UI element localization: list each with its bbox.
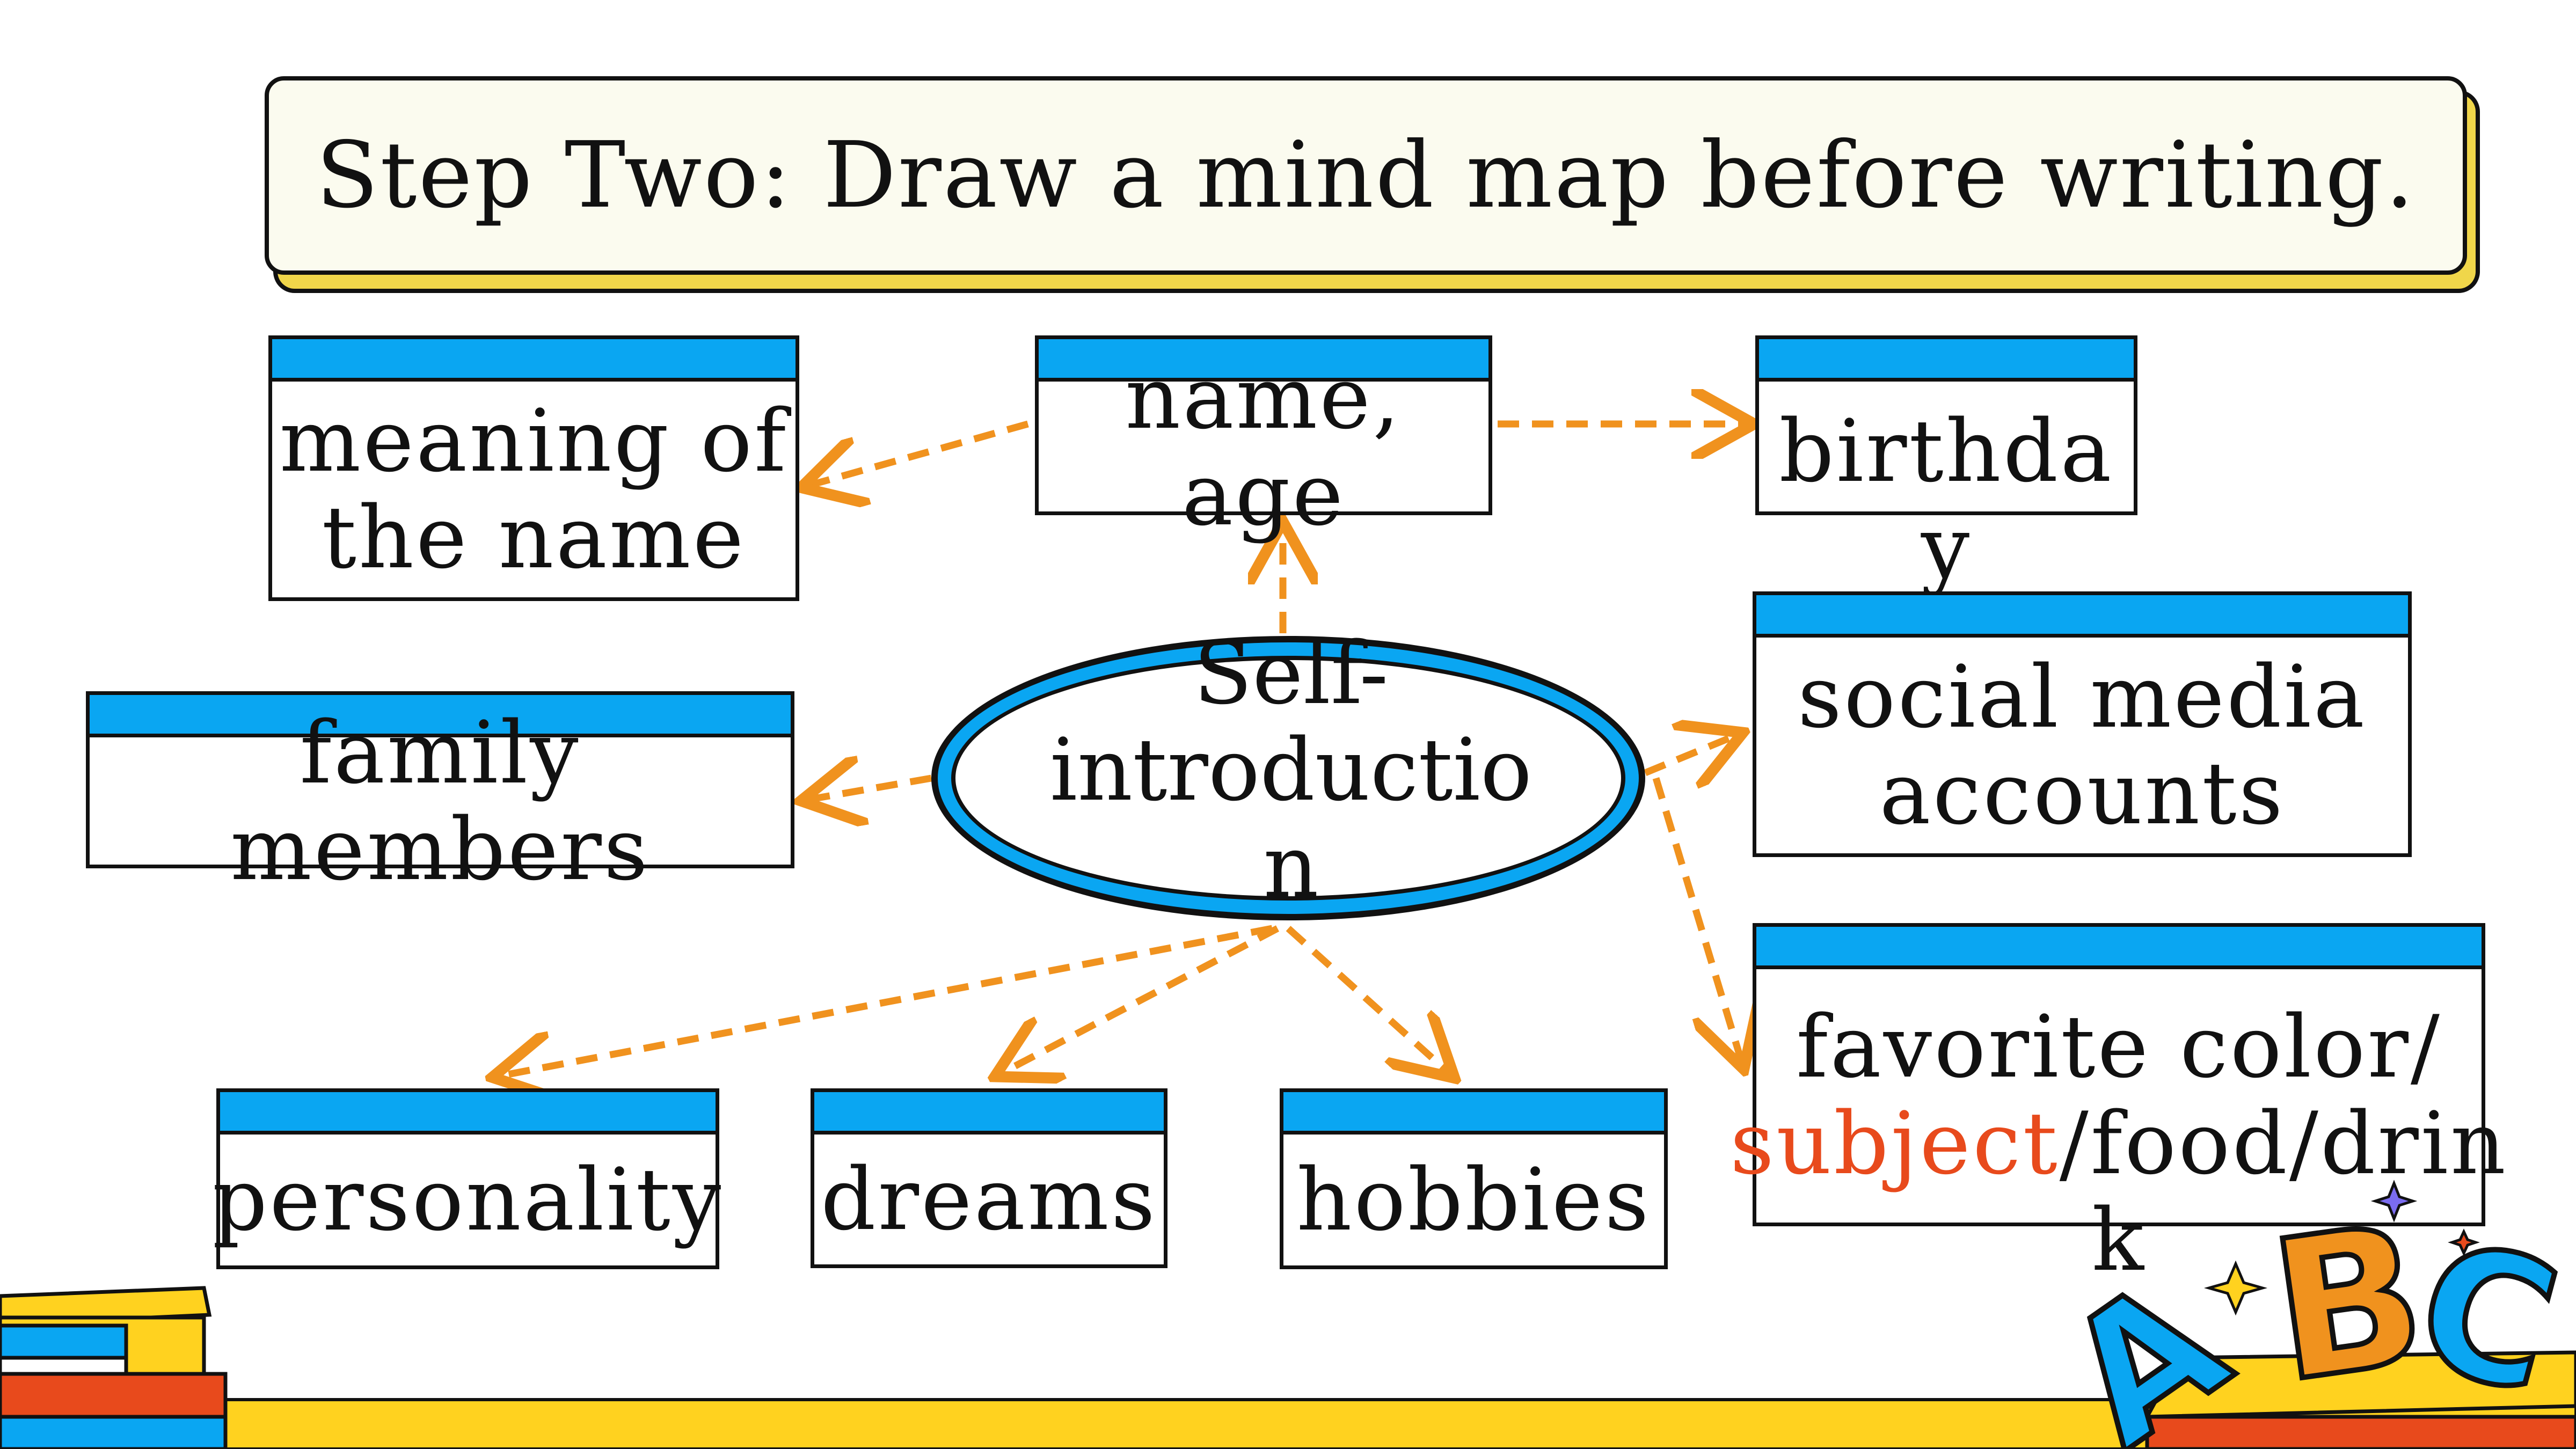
node-label: birthda y xyxy=(1759,382,2134,596)
center-ellipse xyxy=(931,636,1645,920)
arrow-to-favorite xyxy=(1652,777,1742,1063)
node-header-bar xyxy=(1283,1092,1664,1135)
node-family-members: family members xyxy=(86,691,794,899)
arrow-to-social xyxy=(1644,735,1736,773)
node-label: name, age xyxy=(1125,348,1402,545)
node-label-line-1: birthda xyxy=(1779,401,2114,501)
node-label-line-2: the name xyxy=(322,487,746,588)
node-label-line-1: social media xyxy=(1797,647,2367,747)
arrow-to-meaning xyxy=(808,420,1029,486)
node-label-line-1: meaning of xyxy=(279,391,789,491)
node-label: hobbies xyxy=(1296,1150,1651,1250)
node-label-line-2: subject/food/drin xyxy=(1730,1095,2508,1192)
node-header-bar xyxy=(1759,339,2134,382)
node-name-age: name, age xyxy=(1035,335,1492,545)
node-favorite-things: favorite color/ subject/food/drin k xyxy=(1730,923,2506,1289)
node-header-bar xyxy=(1756,927,2482,969)
node-social-media: social media accounts xyxy=(1753,591,2412,857)
node-label-line-2: accounts xyxy=(1879,743,2285,844)
node-birthday: birthda y xyxy=(1755,335,2137,596)
node-label: personality xyxy=(212,1150,724,1250)
node-label: dreams xyxy=(821,1149,1157,1249)
highlight-subject: subject xyxy=(1730,1093,2060,1194)
node-dreams: dreams xyxy=(811,1088,1167,1268)
center-line-3: n xyxy=(1263,816,1319,917)
node-label: social media accounts xyxy=(1756,638,2408,853)
arrow-to-family xyxy=(808,778,932,800)
node-meaning-of-name: meaning of the name xyxy=(268,335,799,601)
node-label-rest: /food/drin xyxy=(2059,1093,2508,1194)
node-label: favorite color/ subject/food/drin k xyxy=(1730,969,2506,1289)
node-personality: personality xyxy=(212,1088,724,1269)
node-header-bar xyxy=(1756,595,2408,638)
node-header-bar xyxy=(272,339,796,382)
node-label: family members xyxy=(230,702,650,899)
center-topic: Self- introductio n xyxy=(1009,625,1573,915)
node-hobbies: hobbies xyxy=(1280,1088,1668,1269)
node-header-bar xyxy=(90,695,791,737)
arrow-to-personality xyxy=(499,925,1273,1076)
node-label-line-3: k xyxy=(2092,1190,2146,1290)
node-label-line-2: y xyxy=(1921,497,1972,598)
center-line-1: Self- xyxy=(1193,623,1389,723)
node-header-bar xyxy=(1039,339,1488,382)
node-label: meaning of the name xyxy=(272,382,796,597)
page-title: Step Two: Draw a mind map before writing… xyxy=(316,122,2416,229)
center-line-2: introductio xyxy=(1049,720,1533,820)
node-label-line-1: favorite color/ xyxy=(1796,997,2442,1097)
arrow-to-dreams xyxy=(1001,925,1280,1073)
arrow-to-hobbies xyxy=(1286,926,1449,1073)
node-header-bar xyxy=(814,1092,1164,1135)
title-banner: Step Two: Draw a mind map before writing… xyxy=(265,76,2467,275)
node-header-bar xyxy=(220,1092,716,1135)
